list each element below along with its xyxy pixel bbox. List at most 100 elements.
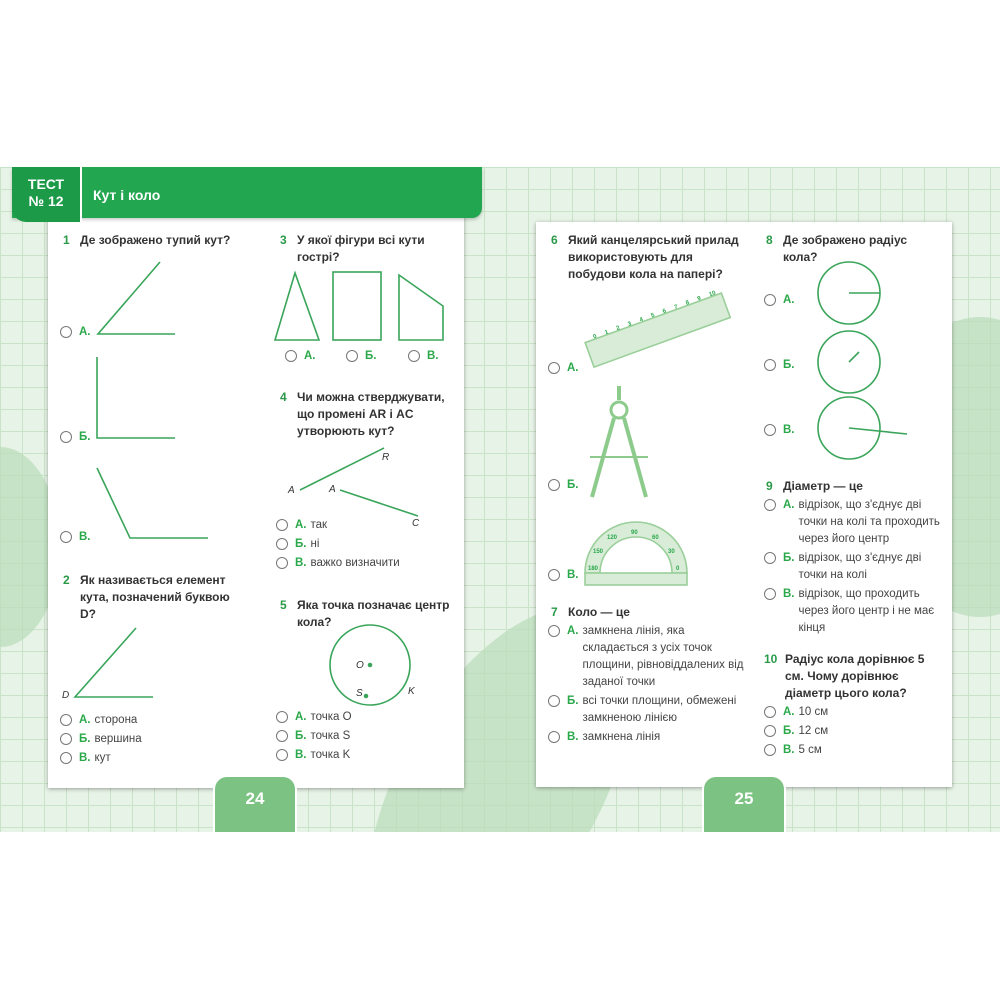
q7-number: 7 xyxy=(551,605,558,619)
protractor-mark: 120 xyxy=(607,535,618,541)
option-text: відрізок, що проходить через його центр … xyxy=(798,588,935,634)
option-letter: В. xyxy=(427,350,439,362)
q6-option-b[interactable]: Б. xyxy=(548,477,582,494)
radio-button[interactable] xyxy=(548,695,560,707)
q2-option-a[interactable]: А.сторона xyxy=(60,712,250,729)
radio-button[interactable] xyxy=(408,350,420,362)
q2-angle xyxy=(73,627,153,698)
q10-option-b[interactable]: Б.12 см xyxy=(764,723,946,740)
radio-button[interactable] xyxy=(548,479,560,491)
ruler-mark: 3 xyxy=(627,321,633,328)
q3-option-a[interactable]: А. xyxy=(285,348,320,365)
radio-button[interactable] xyxy=(276,711,288,723)
radio-button[interactable] xyxy=(276,749,288,761)
q8-circle-b xyxy=(817,330,881,394)
radio-button[interactable] xyxy=(276,519,288,531)
q5-option-b[interactable]: Б.точка S xyxy=(276,728,451,745)
radio-button[interactable] xyxy=(548,625,560,637)
option-text: всі точки площини, обмежені замкненою лі… xyxy=(582,695,737,724)
radio-button[interactable] xyxy=(60,752,72,764)
protractor-mark: 150 xyxy=(593,549,604,555)
q4-label-a2: A xyxy=(329,484,336,495)
option-letter: В. xyxy=(783,588,795,600)
radio-button[interactable] xyxy=(764,725,776,737)
ruler-mark: 7 xyxy=(673,304,679,311)
radio-button[interactable] xyxy=(764,359,776,371)
radio-button[interactable] xyxy=(60,733,72,745)
header-bar xyxy=(12,167,482,218)
q3-option-c[interactable]: В. xyxy=(408,348,443,365)
q9-option-c[interactable]: В.відрізок, що проходить через його цент… xyxy=(764,586,946,637)
q5-option-c[interactable]: В.точка K xyxy=(276,747,451,764)
q10-option-c[interactable]: В.5 см xyxy=(764,742,946,759)
option-letter: А. xyxy=(295,519,307,531)
q3-triangle xyxy=(273,270,321,341)
radio-button[interactable] xyxy=(764,499,776,511)
q7-option-b[interactable]: Б.всі точки площини, обмежені замкненою … xyxy=(548,693,748,727)
q1-option-c[interactable]: В. xyxy=(60,529,95,546)
radio-button[interactable] xyxy=(276,557,288,569)
radio-button[interactable] xyxy=(764,744,776,756)
radio-button[interactable] xyxy=(60,431,72,443)
q4-label-r: R xyxy=(382,452,390,463)
protractor-mark: 0 xyxy=(676,566,680,572)
q2-option-c[interactable]: В.кут xyxy=(60,750,250,767)
q8-circle-c xyxy=(817,396,881,460)
q5-option-a[interactable]: А.точка O xyxy=(276,709,451,726)
option-letter: Б. xyxy=(79,431,91,443)
radio-button[interactable] xyxy=(276,730,288,742)
radio-button[interactable] xyxy=(60,531,72,543)
radio-button[interactable] xyxy=(548,731,560,743)
q2-text: Як називається елемент кута, позначений … xyxy=(80,573,230,621)
q6-option-a[interactable]: А. xyxy=(548,360,583,377)
radio-button[interactable] xyxy=(764,294,776,306)
q8-option-c[interactable]: В. xyxy=(764,422,799,439)
radio-button[interactable] xyxy=(60,714,72,726)
q9-text: Діаметр — це xyxy=(783,479,863,493)
q6-text: Який канцелярський прилад використовують… xyxy=(568,233,739,281)
radio-button[interactable] xyxy=(285,350,297,362)
q5-options: А.точка O Б.точка S В.точка K xyxy=(276,707,451,764)
radio-button[interactable] xyxy=(60,326,72,338)
right-page xyxy=(536,222,952,787)
radio-button[interactable] xyxy=(764,706,776,718)
q2-option-b[interactable]: Б.вершина xyxy=(60,731,250,748)
option-letter: А. xyxy=(79,326,91,338)
ruler-mark: 1 xyxy=(604,329,610,337)
q5-label-o: O xyxy=(356,660,364,671)
radio-button[interactable] xyxy=(346,350,358,362)
q2-options: А.сторона Б.вершина В.кут xyxy=(60,710,250,767)
q1-option-a[interactable]: А. xyxy=(60,324,95,341)
radio-button[interactable] xyxy=(764,424,776,436)
radio-button[interactable] xyxy=(548,362,560,374)
option-letter: А. xyxy=(783,706,795,718)
option-letter: В. xyxy=(567,569,579,581)
q3-number: 3 xyxy=(280,233,287,247)
q1-option-b[interactable]: Б. xyxy=(60,429,94,446)
radio-button[interactable] xyxy=(276,538,288,550)
option-text: 5 см xyxy=(798,744,822,756)
q4-option-c[interactable]: В.важко визначити xyxy=(276,555,406,572)
left-page xyxy=(48,200,464,788)
radio-button[interactable] xyxy=(548,569,560,581)
question-7: 7 Коло — це А.замкнена лінія, яка складає… xyxy=(548,604,748,746)
q4-option-b[interactable]: Б.ні xyxy=(276,536,406,553)
q6-option-c[interactable]: В. xyxy=(548,567,583,584)
q4-option-a[interactable]: А.так xyxy=(276,517,406,534)
option-letter: А. xyxy=(783,294,795,306)
q10-option-a[interactable]: А.10 см xyxy=(764,704,946,721)
q9-option-b[interactable]: Б.відрізок, що з'єднує дві точки на колі xyxy=(764,550,946,584)
q7-option-c[interactable]: В.замкнена лінія xyxy=(548,729,748,746)
q8-option-a[interactable]: А. xyxy=(764,292,799,309)
option-text: відрізок, що з'єднує дві точки на колі xyxy=(798,552,922,581)
q3-option-b[interactable]: Б. xyxy=(346,348,380,365)
option-text: так xyxy=(310,519,328,531)
q9-option-a[interactable]: А.відрізок, що з'єднує дві точки на колі… xyxy=(764,497,946,548)
q7-option-a[interactable]: А.замкнена лінія, яка складається з усіх… xyxy=(548,623,748,691)
q10-number: 10 xyxy=(764,652,778,666)
radio-button[interactable] xyxy=(764,588,776,600)
q7-text: Коло — це xyxy=(568,605,630,619)
radio-button[interactable] xyxy=(764,552,776,564)
q8-option-b[interactable]: Б. xyxy=(764,357,798,374)
